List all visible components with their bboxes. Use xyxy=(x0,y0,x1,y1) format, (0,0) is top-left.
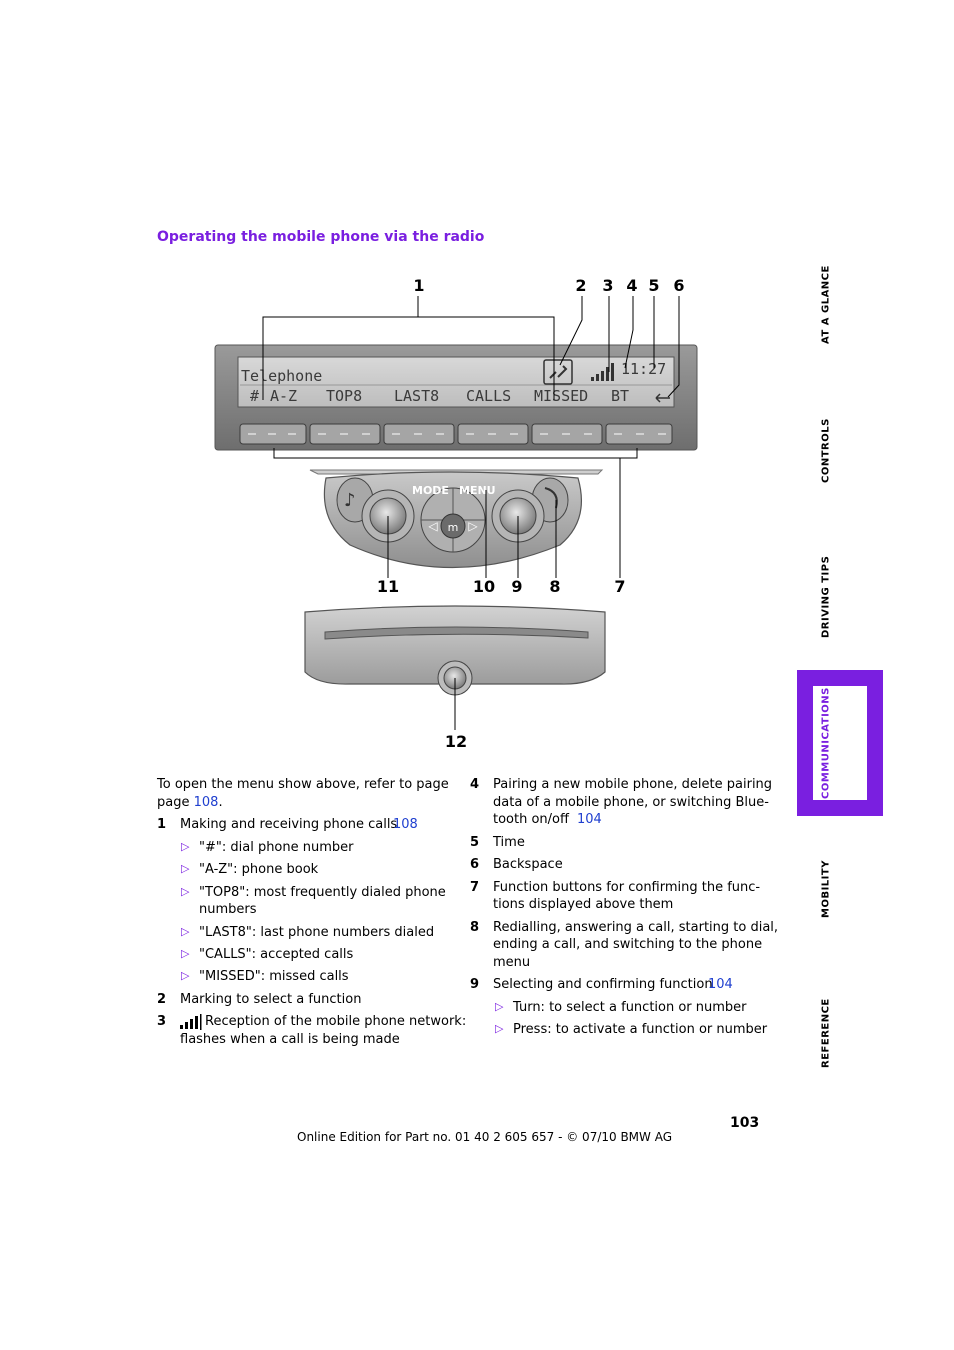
side-tab-driving-tips[interactable]: DRIVING TIPS xyxy=(820,555,832,639)
svg-text:3: 3 xyxy=(602,276,613,295)
item-1-bullet-6: "MISSED": missed calls xyxy=(199,969,349,984)
svg-text:9: 9 xyxy=(511,577,522,596)
svg-text:5: 5 xyxy=(648,276,659,295)
item-4-number: 4 xyxy=(470,777,480,792)
music-note-icon: ♪ xyxy=(344,490,356,511)
side-tab-at-a-glance[interactable]: AT A GLANCE xyxy=(820,265,832,345)
callout-numbers: 1 2 3 4 5 6 7 8 9 10 11 12 xyxy=(377,276,685,751)
item-1-bullet-1: "#": dial phone number xyxy=(199,840,354,855)
svg-text:8: 8 xyxy=(549,577,560,596)
svg-text:4: 4 xyxy=(626,276,637,295)
item-1-page-link[interactable]: 108 xyxy=(393,817,418,832)
item-6-number: 6 xyxy=(470,857,480,872)
bullet-icon: ▷ xyxy=(495,1000,504,1013)
item-1-bullet-3-line2: numbers xyxy=(199,902,257,917)
menu-label: MENU xyxy=(459,484,496,497)
svg-text:6: 6 xyxy=(673,276,684,295)
item-7-line2: tions displayed above them xyxy=(493,897,674,912)
lcd-title: Telephone xyxy=(241,367,322,385)
section-title: Operating the mobile phone via the radio xyxy=(157,229,485,245)
item-5-text: Time xyxy=(493,835,525,850)
item-1-bullet-3: "TOP8": most frequently dialed phone xyxy=(199,885,446,900)
bullet-icon: ▷ xyxy=(495,1022,504,1035)
item-2-number: 2 xyxy=(157,992,167,1007)
item-1-bullet-2: "A-Z": phone book xyxy=(199,862,319,877)
svg-text:1: 1 xyxy=(413,276,424,295)
item-8-line3: menu xyxy=(493,955,531,970)
svg-text:10: 10 xyxy=(473,577,495,596)
signal-bars-icon xyxy=(591,363,614,381)
item-9-page-link[interactable]: 104 xyxy=(708,977,733,992)
page-number: 103 xyxy=(730,1115,760,1131)
item-9-text: Selecting and confirming function xyxy=(493,977,713,992)
radio-diagram: Telephone 11:27 # A-Z TOP8 LAST8 CALLS M… xyxy=(214,276,698,751)
bullet-icon: ▷ xyxy=(181,840,190,853)
bullet-icon: ▷ xyxy=(181,862,190,875)
item-3-number: 3 xyxy=(157,1014,167,1029)
side-tab-controls[interactable]: CONTROLS xyxy=(820,418,832,484)
item-1-number: 1 xyxy=(157,817,167,832)
bullet-icon: ▷ xyxy=(181,947,190,960)
backspace-icon xyxy=(655,393,670,403)
m-button-label: m xyxy=(448,521,459,534)
lcd-menu-hash: # xyxy=(250,387,259,405)
item-4-line3: tooth on/off xyxy=(493,812,569,827)
side-tab-active-inner xyxy=(813,686,867,800)
lcd-screen xyxy=(237,356,675,408)
item-6-text: Backspace xyxy=(493,857,563,872)
item-7-number: 7 xyxy=(470,880,480,895)
lcd-menu-missed: MISSED xyxy=(534,387,588,405)
item-1-bullet-4: "LAST8": last phone numbers dialed xyxy=(199,925,435,940)
item-4-page-link[interactable]: 104 xyxy=(577,812,602,827)
lcd-menu-az: A-Z xyxy=(270,387,297,405)
item-8-line2: ending a call, and switching to the phon… xyxy=(493,937,763,952)
intro-line2: page 108. xyxy=(157,795,223,810)
bullet-icon: ▷ xyxy=(181,885,190,898)
side-tab-reference[interactable]: REFERENCE xyxy=(820,998,832,1068)
bullet-icon: ▷ xyxy=(181,925,190,938)
svg-text:◁: ◁ xyxy=(427,519,437,533)
footer-text: Online Edition for Part no. 01 40 2 605 … xyxy=(297,1130,673,1144)
item-4-line2: data of a mobile phone, or switching Blu… xyxy=(493,795,769,810)
lcd-menu-row: # A-Z TOP8 LAST8 CALLS MISSED BT xyxy=(250,387,629,405)
callout-lines xyxy=(262,296,680,730)
mode-label: MODE xyxy=(412,484,449,497)
lcd-menu-top8: TOP8 xyxy=(326,387,362,405)
bullet-icon: ▷ xyxy=(181,969,190,982)
cd-tray xyxy=(304,605,606,685)
side-tab-mobility[interactable]: MOBILITY xyxy=(820,860,832,918)
marking-icon xyxy=(543,359,573,385)
side-tab-communications[interactable]: COMMUNICATIONS xyxy=(820,687,832,799)
svg-text:12: 12 xyxy=(445,732,467,751)
item-9-bullet-2: Press: to activate a function or number xyxy=(513,1022,768,1037)
item-9-bullet-1: Turn: to select a function or number xyxy=(513,1000,747,1015)
item-2-text: Marking to select a function xyxy=(180,992,362,1007)
intro-text: To open the menu show above, refer to pa… xyxy=(157,777,449,792)
item-1-text: Making and receiving phone calls xyxy=(180,817,398,832)
item-4-line1: Pairing a new mobile phone, delete pairi… xyxy=(493,777,773,792)
lcd-menu-last8: LAST8 xyxy=(394,387,439,405)
signal-strength-icon xyxy=(180,1014,202,1030)
item-3-text: Reception of the mobile phone network: xyxy=(205,1014,467,1029)
item-8-number: 8 xyxy=(470,920,480,935)
svg-text:▷: ▷ xyxy=(468,519,478,533)
item-8-line1: Redialling, answering a call, starting t… xyxy=(493,920,779,935)
item-9-number: 9 xyxy=(470,977,480,992)
svg-text:7: 7 xyxy=(614,577,625,596)
intro-page-link[interactable]: 108 xyxy=(193,795,219,810)
lcd-menu-bt: BT xyxy=(611,387,629,405)
lcd-menu-calls: CALLS xyxy=(466,387,511,405)
item-1-bullet-5: "CALLS": accepted calls xyxy=(199,947,354,962)
lcd-time: 11:27 xyxy=(621,360,666,378)
svg-text:11: 11 xyxy=(377,577,399,596)
svg-text:2: 2 xyxy=(575,276,586,295)
item-3-text-line2: flashes when a call is being made xyxy=(180,1032,400,1047)
item-7-line1: Function buttons for confirming the func… xyxy=(493,880,761,895)
item-5-number: 5 xyxy=(470,835,480,850)
